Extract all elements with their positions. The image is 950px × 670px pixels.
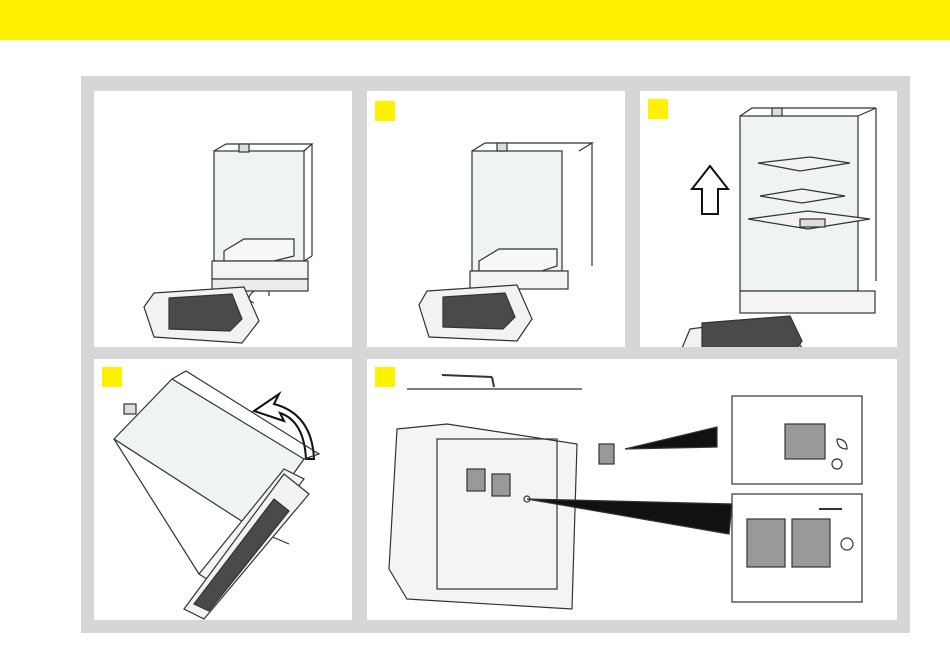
balance-draft-shield-illustration [367, 91, 625, 347]
up-arrow-icon [692, 166, 728, 214]
panel-draft-shield [367, 91, 625, 347]
rear-cover-plates-illustration [367, 359, 897, 620]
panel-rear-cover-plates [367, 359, 897, 620]
panel-remove-pan [640, 91, 897, 347]
balance-overview-illustration [94, 91, 352, 347]
tilt-balance-illustration [94, 359, 352, 620]
illustration-grid [81, 76, 910, 633]
panel-balance-overview [94, 91, 352, 347]
remove-weighing-pan-illustration [640, 91, 897, 347]
hex-key-icon [407, 375, 582, 389]
header-bar [0, 0, 950, 40]
panel-tilt-balance [94, 359, 352, 620]
